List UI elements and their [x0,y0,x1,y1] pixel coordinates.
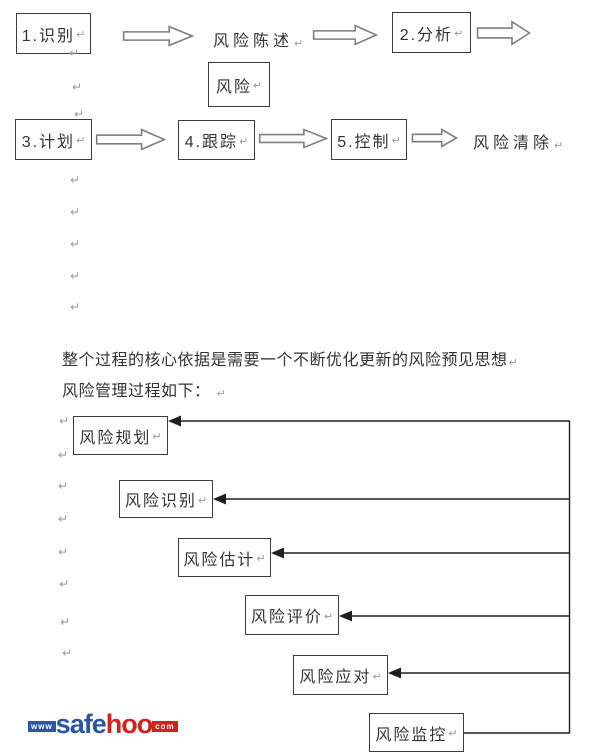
flow-box-identify: 1.识别↵ [16,13,91,54]
pilcrow-mark: ↵ [60,615,71,629]
flow-text-label: 风险清除 [473,135,554,152]
pilcrow-mark: ↵ [74,107,85,121]
flow-box-label: 2.分析 [399,26,454,44]
pilcrow-mark: ↵ [152,431,162,443]
pilcrow-mark: ↵ [372,670,382,683]
pilcrow-mark: ↵ [197,494,208,507]
pilcrow-mark: ↵ [294,38,304,50]
arrowhead-left-icon [168,415,181,427]
pilcrow-mark: ↵ [58,512,69,526]
pilcrow-mark: ↵ [70,300,81,314]
pilcrow-mark: ↵ [62,646,73,660]
flow-text-risk-cleared: 风险清除↵ [473,129,563,153]
block-arrow-right-icon [123,26,193,46]
flow-box-risk: 风险↵ [208,62,270,107]
pilcrow-mark: ↵ [58,545,69,559]
cascade-box-risk-estimate: 风险估计↵ [178,538,271,577]
flow-box-control: 5.控制↵ [331,119,407,160]
cascade-box-label: 风险估计 [183,551,256,569]
pilcrow-mark: ↵ [76,29,86,41]
pilcrow-mark: ↵ [70,237,81,251]
arrowhead-left-icon [271,547,284,559]
cascade-box-label: 风险评价 [250,609,323,626]
pilcrow-mark: ↵ [554,140,564,152]
pilcrow-mark: ↵ [448,728,458,740]
logo-hoo-text: hoo [105,709,153,739]
pilcrow-mark: ↵ [59,414,70,428]
pilcrow-mark: ↵ [323,610,334,623]
flow-text-risk-statement: 风险陈述↵ [213,27,303,51]
flow-box-label: 4.跟踪 [184,134,239,151]
pilcrow-mark: ↵ [58,479,69,493]
block-arrow-right-icon [259,129,327,148]
pilcrow-mark: ↵ [76,135,86,147]
pilcrow-mark: ↵ [256,553,266,565]
pilcrow-mark: ↵ [70,269,81,283]
cascade-box-label: 风险监控 [375,726,448,744]
pilcrow-mark: ↵ [391,135,401,147]
pilcrow-mark: ↵ [252,80,263,92]
arrowhead-left-icon [339,610,352,622]
logo-com-chip: com [152,721,178,732]
cascade-box-risk-evaluate: 风险评价↵ [245,595,339,635]
pilcrow-mark: ↵ [69,46,80,60]
pilcrow-mark: ↵ [70,173,81,187]
paragraph-process-intro: 风险管理过程如下： ↵ [62,377,226,401]
block-arrow-right-icon [96,129,165,150]
arrowhead-left-icon [213,493,226,505]
pilcrow-mark: ↵ [508,357,518,369]
flow-box-label: 5.控制 [337,133,391,151]
logo-safe-text: safe [55,709,107,739]
pilcrow-mark: ↵ [216,388,226,400]
flow-box-label: 3.计划 [21,133,76,151]
pilcrow-mark: ↵ [454,28,464,40]
block-arrow-right-icon [313,25,377,45]
pilcrow-mark: ↵ [70,205,81,219]
arrowhead-left-icon [388,667,401,679]
cascade-box-label: 风险识别 [124,493,197,510]
cascade-box-risk-monitor: 风险监控↵ [369,713,464,752]
paragraph-core-idea: 整个过程的核心依据是需要一个不断优化更新的风险预见思想↵ [62,346,518,370]
pilcrow-mark: ↵ [72,80,83,94]
paragraph-text: 风险管理过程如下： [62,383,211,400]
pilcrow-mark: ↵ [58,448,69,462]
paragraph-text: 整个过程的核心依据是需要一个不断优化更新的风险预见思想 [62,352,508,369]
block-arrow-right-icon [412,129,457,147]
cascade-box-risk-response: 风险应对↵ [293,655,388,695]
flow-box-label: 风险 [215,78,252,96]
cascade-box-label: 风险应对 [299,669,372,686]
flow-box-track: 4.跟踪↵ [178,120,255,160]
flow-box-label: 1.识别 [21,27,76,45]
cascade-box-label: 风险规划 [79,429,152,447]
pilcrow-mark: ↵ [59,577,70,591]
logo-www-chip: www [28,721,56,732]
block-arrow-right-icon [477,21,530,45]
pilcrow-mark: ↵ [239,135,249,148]
cascade-box-risk-identify: 风险识别↵ [119,480,213,518]
flow-text-label: 风险陈述 [213,33,294,50]
flow-box-analyze: 2.分析↵ [392,12,471,53]
flow-box-plan: 3.计划↵ [15,119,92,160]
cascade-box-risk-planning: 风险规划↵ [73,416,168,455]
